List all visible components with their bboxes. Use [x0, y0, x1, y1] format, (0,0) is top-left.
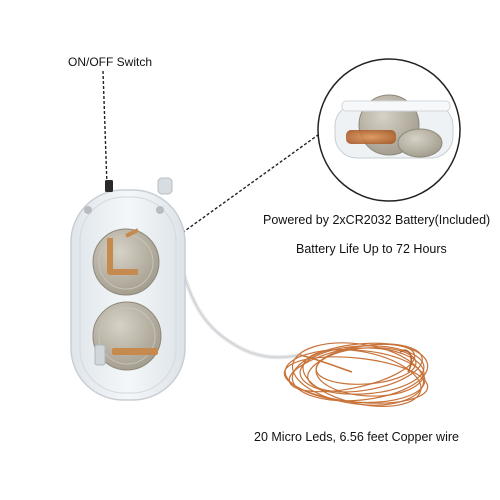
switch-knob — [105, 180, 113, 192]
switch-label: ON/OFF Switch — [68, 55, 153, 69]
white-cable — [176, 249, 301, 360]
wire-label: 20 Micro Leds, 6.56 feet Copper wire — [254, 430, 459, 444]
battery-life-label: Battery Life Up to 72 Hours — [296, 242, 447, 256]
cable-grommet — [157, 177, 173, 195]
coin-cell-top — [92, 228, 160, 296]
battery-label: Powered by 2xCR2032 Battery(Included) — [263, 213, 491, 227]
coin-cell-bottom — [92, 301, 162, 371]
zoom-inset — [317, 58, 461, 202]
battery-leader-line — [149, 134, 319, 257]
switch-leader-line — [102, 70, 108, 187]
copper-wire-coil — [283, 342, 429, 407]
